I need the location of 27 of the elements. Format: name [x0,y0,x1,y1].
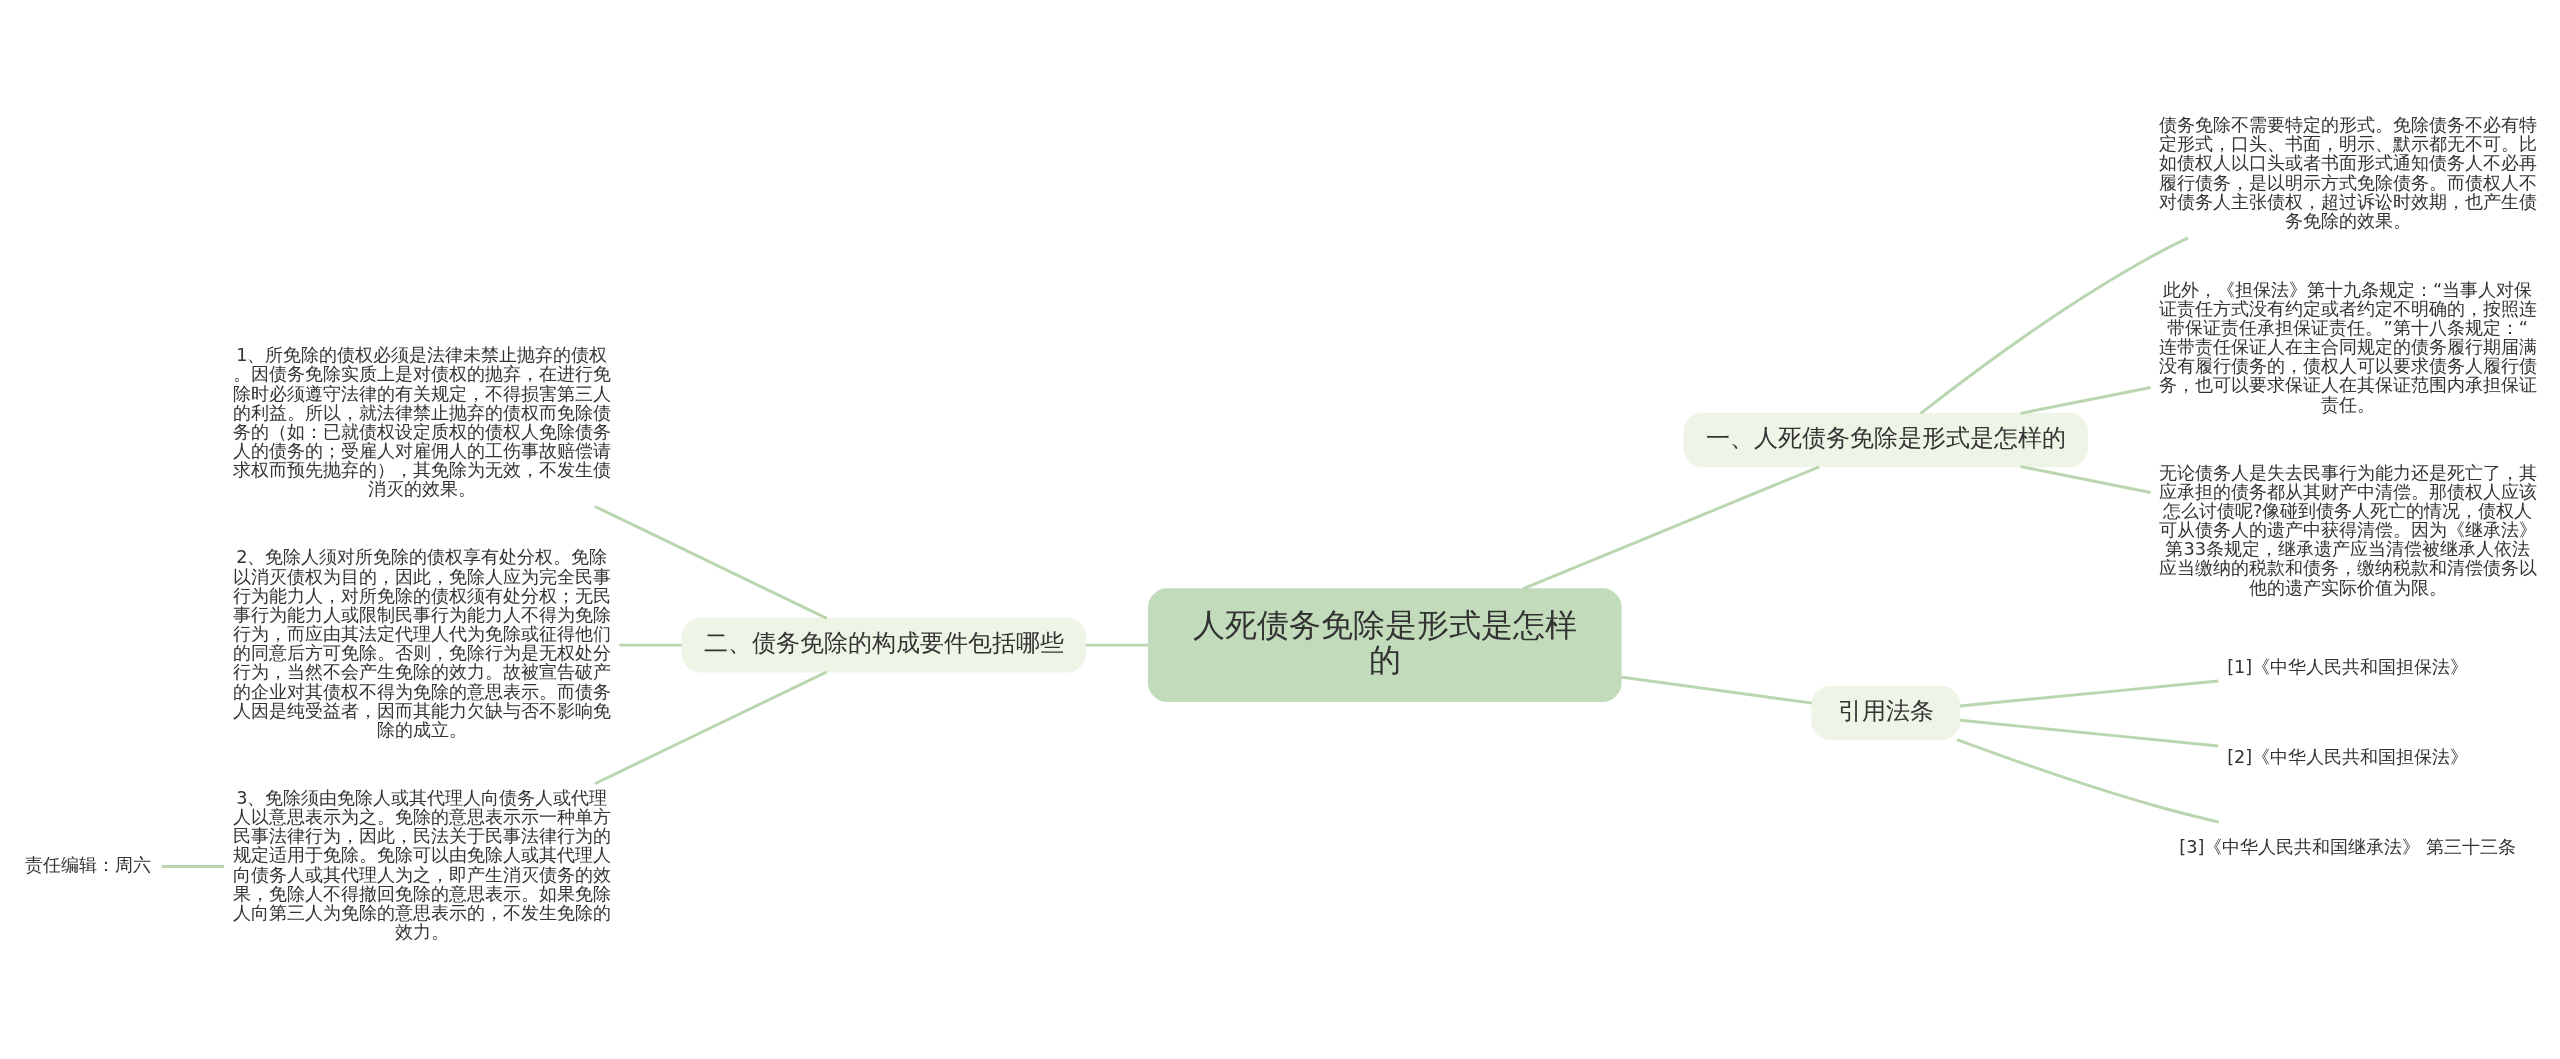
connector [1522,464,1820,590]
connector [161,864,225,868]
node-box: 二、债务免除的构成要件包括哪些 [681,617,1086,672]
node-text: 1、所免除的债权必须是法律未禁止抛弃的债权。因债务免除实质上是对债权的抛弃，在进行免除时必须遵守法律的有关规定，不得损害第三人的利益。所以，就法律禁止抛弃的债权而免除债务的（如：已就债权设定质权的债权人免除债务人的债务的；受雇人对雇佣人的工伤事故赔偿请求权而预先抛弃的），其免除为无效，不发生债消灭的效果。 [232,344,611,499]
node-box: 引用法条 [1811,685,1961,740]
connector [1919,236,2189,414]
node-box: 一、人死债务免除是形式是怎样的 [1683,412,2088,467]
connector [1959,718,2219,747]
node-text: 2、免除人须对所免除的债权享有处分权。免除以消灭债权为目的，因此，免除人应为完全民事行为能力人，对所免除的债权须有处分权；无民事行为能力人或限制民事行为能力人不得为免除行为，而应由其法定代理人代为免除或征得他们的同意后方可免除。否则，免除行为是无权处分行为，当然不会产生免除的效力。故被宣告破产的企业对其债权不得为免除的意思表示。而债务人因是纯受益者，因而其能力欠缺与否不影响免除的成立。 [232,546,611,740]
connector [2020,385,2151,415]
node-text: [1]《中华人民共和国担保法》 [2227,656,2469,677]
connector [594,504,828,620]
connector [594,670,828,785]
connector [619,643,682,647]
node-text: 此外，《担保法》第十九条规定：“当事人对保证责任方式没有约定或者约定不明确的，按照连带保证责任承担保证责任。”第十八条规定：“连带责任保证人在主合同规定的债务履行期届满没有履行债务的，债权人可以要求债务人履行债务，也可以要求保证人在其保证范围内承担保证责任。 [2158,279,2537,415]
connector [1959,679,2219,707]
node-text: [2]《中华人民共和国担保法》 [2227,746,2469,767]
connector [2020,464,2151,494]
node-text: [3]《中华人民共和国继承法》 第三十三条 [2179,836,2517,857]
connector [1621,675,1813,705]
node-text: 债务免除不需要特定的形式。免除债务不必有特定形式，口头、书面，明示、默示都无不可。比如债权人以口头或者书面形式通知债务人不必再履行债务，是以明示方式免除债务。而债权人不对债务人主张债权，超过诉讼时效期，也产生债务免除的效果。 [2158,114,2537,231]
connector [1085,643,1149,647]
node-text: 责任编辑：周六 [25,854,152,875]
node-box: 人死债务免除是形式是怎样的 [1147,587,1622,702]
node-text: 无论债务人是失去民事行为能力还是死亡了，其应承担的债务都从其财产中清偿。那债权人应该怎么讨债呢?像碰到债务人死亡的情况，债权人可从债务人的遗产中获得清偿。因为《继承法》第33条规定，继承遗产应当清偿被继承人依法应当缴纳的税款和债务，缴纳税款和清偿债务以他的遗产实际价值为限。 [2158,462,2537,598]
connector [1956,737,2220,824]
node-text: 3、免除须由免除人或其代理人向债务人或代理人以意思表示为之。免除的意思表示示一种单方民事法律行为，因此，民法关于民事法律行为的规定适用于免除。免除可以由免除人或其代理人向债务人或其代理人为之，即产生消灭债务的效果，免除人不得撤回免除的意思表示。如果免除人向第三人为免除的意思表示的，不发生免除的效力。 [232,787,611,942]
